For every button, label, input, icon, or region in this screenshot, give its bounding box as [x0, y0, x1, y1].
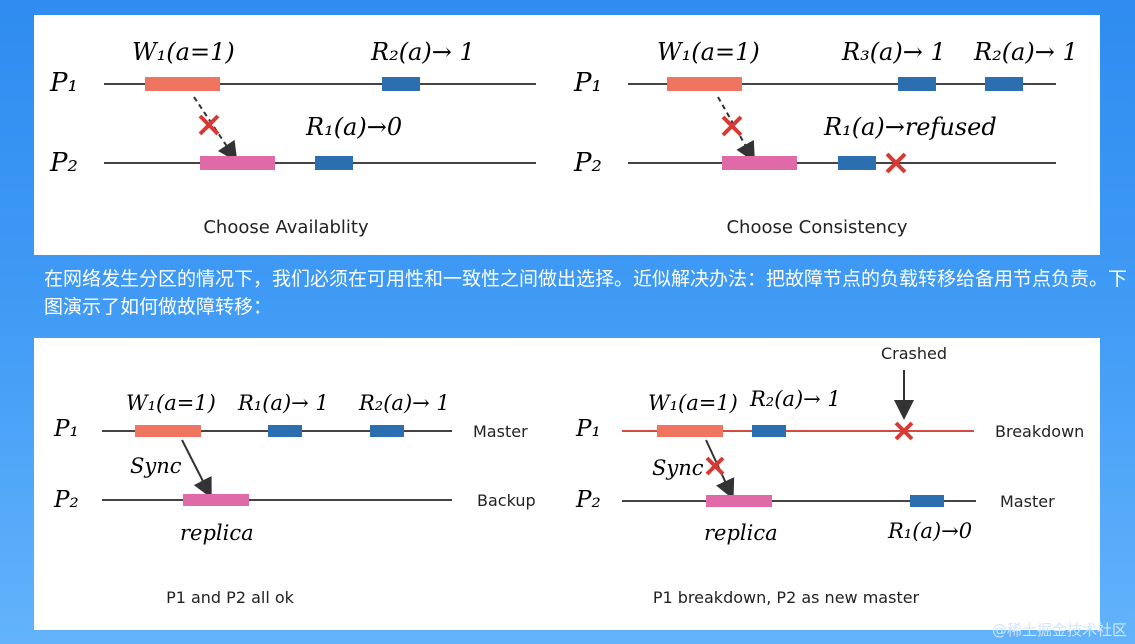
write-bar [135, 425, 201, 437]
availability-caption: Choose Availablity [203, 217, 369, 238]
write-bar [145, 77, 220, 91]
read-bar-2 [985, 77, 1023, 91]
read-p1-label: R₂(a)→ 1 [370, 38, 475, 66]
write-bar [657, 425, 723, 437]
process-p2-label: P₂ [53, 487, 79, 513]
cross-icon [721, 115, 743, 137]
replica-bar [722, 156, 797, 170]
process-p1-label: P₁ [49, 68, 78, 98]
sync-label: Sync [652, 456, 704, 480]
sync-cross-icon [705, 456, 725, 476]
top-diagram-panel: W₁(a=1) R₂(a)→ 1 P₁ R₁(a)→0 P₂ Choose Av… [34, 15, 1100, 255]
process-p2-label: P₂ [575, 487, 601, 513]
process-p1-label: P₁ [53, 416, 79, 442]
write-bar [667, 77, 742, 91]
read3-label: R₃(a)→ 1 [841, 38, 946, 66]
process-p1-label: P₁ [575, 416, 601, 442]
replica-label: replica [180, 521, 254, 545]
all-ok-caption: P1 and P2 all ok [166, 588, 295, 607]
refused-cross-icon [885, 152, 907, 174]
bottom-diagram-svg: W₁(a=1) R₁(a)→ 1 R₂(a)→ 1 P₁ Master Sync… [53, 344, 1084, 607]
read2-label: R₂(a)→ 1 [973, 38, 1078, 66]
role-p1-label: Breakdown [995, 422, 1084, 441]
read-bar-p2 [315, 156, 353, 170]
replica-label: replica [704, 521, 778, 545]
sync-arrow [181, 439, 212, 499]
top-diagram-svg: W₁(a=1) R₂(a)→ 1 P₁ R₁(a)→0 P₂ Choose Av… [49, 38, 1078, 238]
bottom-diagram-panel: W₁(a=1) R₁(a)→ 1 R₂(a)→ 1 P₁ Master Sync… [34, 338, 1100, 630]
cross-icon [198, 114, 220, 136]
read-refused-label: R₁(a)→refused [823, 113, 997, 141]
sync-label: Sync [130, 454, 182, 478]
replica-bar [706, 495, 772, 507]
crash-cross-icon [894, 421, 914, 441]
write-label: W₁(a=1) [657, 38, 760, 66]
all-ok-diagram: W₁(a=1) R₁(a)→ 1 R₂(a)→ 1 P₁ Master Sync… [53, 391, 536, 607]
read1-label: R₁(a)→0 [887, 519, 972, 543]
availability-diagram: W₁(a=1) R₂(a)→ 1 P₁ R₁(a)→0 P₂ Choose Av… [49, 38, 536, 238]
explanation-text: 在网络发生分区的情况下，我们必须在可用性和一致性之间做出选择。近似解决办法：把故… [44, 268, 1128, 318]
write-label: W₁(a=1) [648, 391, 738, 415]
role-p2-label: Master [1000, 492, 1055, 511]
consistency-diagram: W₁(a=1) R₃(a)→ 1 R₂(a)→ 1 P₁ R₁(a)→refus… [573, 38, 1078, 238]
write-label: W₁(a=1) [132, 38, 235, 66]
read-bar-2 [752, 425, 786, 437]
sync-arrow [717, 96, 755, 163]
read-bar-1 [268, 425, 302, 437]
role-p2-label: Backup [477, 491, 536, 510]
read-bar-p1 [382, 77, 420, 91]
process-p2-label: P₂ [573, 148, 602, 178]
process-p2-label: P₂ [49, 148, 78, 178]
read2-label: R₂(a)→ 1 [749, 387, 841, 411]
read-bar-p2 [838, 156, 876, 170]
consistency-caption: Choose Consistency [726, 217, 907, 238]
read-bar-1 [910, 495, 944, 507]
role-p1-label: Master [473, 422, 528, 441]
read1-label: R₁(a)→ 1 [237, 391, 329, 415]
source-watermark: @稀土掘金技术社区 [991, 621, 1127, 639]
read-bar-3 [898, 77, 936, 91]
crashed-label: Crashed [881, 344, 947, 363]
read-p2-label: R₁(a)→0 [305, 113, 402, 141]
replica-bar [183, 494, 249, 506]
write-label: W₁(a=1) [126, 391, 216, 415]
sync-arrow [193, 96, 238, 162]
read-bar-2 [370, 425, 404, 437]
breakdown-diagram: Crashed W₁(a=1) R₂(a)→ 1 P₁ Breakdown Sy… [575, 344, 1084, 607]
process-p1-label: P₁ [573, 68, 602, 98]
replica-bar [200, 156, 275, 170]
breakdown-caption: P1 breakdown, P2 as new master [653, 588, 920, 607]
read2-label: R₂(a)→ 1 [358, 391, 450, 415]
